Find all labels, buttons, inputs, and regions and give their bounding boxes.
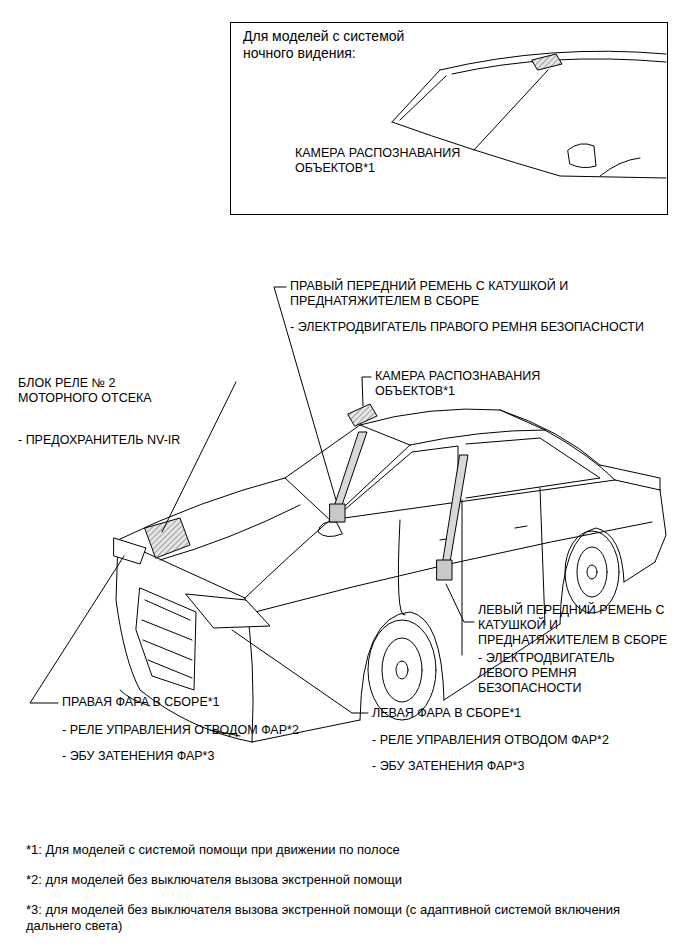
callout-label: ПРАВАЯ ФАРА В СБОРЕ*1	[62, 695, 322, 710]
callout-sublabel: - РЕЛЕ УПРАВЛЕНИЯ ОТВОДОМ ФАР*2	[62, 723, 347, 738]
retractor-right	[330, 504, 345, 522]
callout-label: КАМЕРА РАСПОЗНАВАНИЯ ОБЪЕКТОВ*1	[295, 146, 525, 176]
callout-sublabel: - ЭЛЕКТРОДВИГАТЕЛЬ ЛЕВОГО РЕМНЯ БЕЗОПАСН…	[478, 651, 643, 696]
leader-line	[474, 70, 548, 150]
inset-frame: Для моделей с системой ночного видения: К…	[230, 22, 668, 215]
callout-label: КАМЕРА РАСПОЗНАВАНИЯ ОБЪЕКТОВ*1	[375, 369, 605, 399]
seatbelt-right	[335, 432, 367, 505]
leader-line	[362, 377, 371, 406]
seatbelt-left	[443, 455, 468, 562]
callout-sublabel: - ЭБУ ЗАТЕНЕНИЯ ФАР*3	[62, 749, 322, 764]
leader-line	[30, 556, 124, 703]
callout-label: ЛЕВЫЙ ПЕРЕДНИЙ РЕМЕНЬ С КАТУШКОЙ И ПРЕДН…	[478, 603, 685, 648]
footnote: *2: для моделей без выключателя вызова э…	[26, 872, 671, 888]
callout-sublabel: - РЕЛЕ УПРАВЛЕНИЯ ОТВОДОМ ФАР*2	[372, 733, 672, 748]
footnote: *3: для моделей без выключателя вызова э…	[26, 902, 671, 934]
relay-block	[145, 518, 190, 558]
callout-label: ПРАВЫЙ ПЕРЕДНИЙ РЕМЕНЬ С КАТУШКОЙ И ПРЕД…	[290, 279, 610, 309]
inset-heading: Для моделей с системой ночного видения:	[243, 28, 448, 62]
callout-label: ЛЕВАЯ ФАРА В СБОРЕ*1	[372, 706, 632, 721]
car-body	[114, 409, 666, 742]
leader-line	[162, 382, 236, 532]
leader-line	[274, 287, 336, 500]
callout-sublabel: - ЭЛЕКТРОДВИГАТЕЛЬ ПРАВОГО РЕМНЯ БЕЗОПАС…	[290, 320, 682, 335]
camera	[348, 404, 377, 426]
leader-line	[446, 584, 474, 622]
leader-line	[232, 630, 368, 713]
callout-label: БЛОК РЕЛЕ № 2 МОТОРНОГО ОТСЕКА	[18, 376, 168, 406]
retractor-left	[437, 560, 452, 580]
footnote: *1: Для моделей с системой помощи при дв…	[26, 842, 671, 858]
callout-sublabel: - ЭБУ ЗАТЕНЕНИЯ ФАР*3	[372, 759, 632, 774]
callout-sublabel: - ПРЕДОХРАНИТЕЛЬ NV-IR	[18, 433, 218, 448]
